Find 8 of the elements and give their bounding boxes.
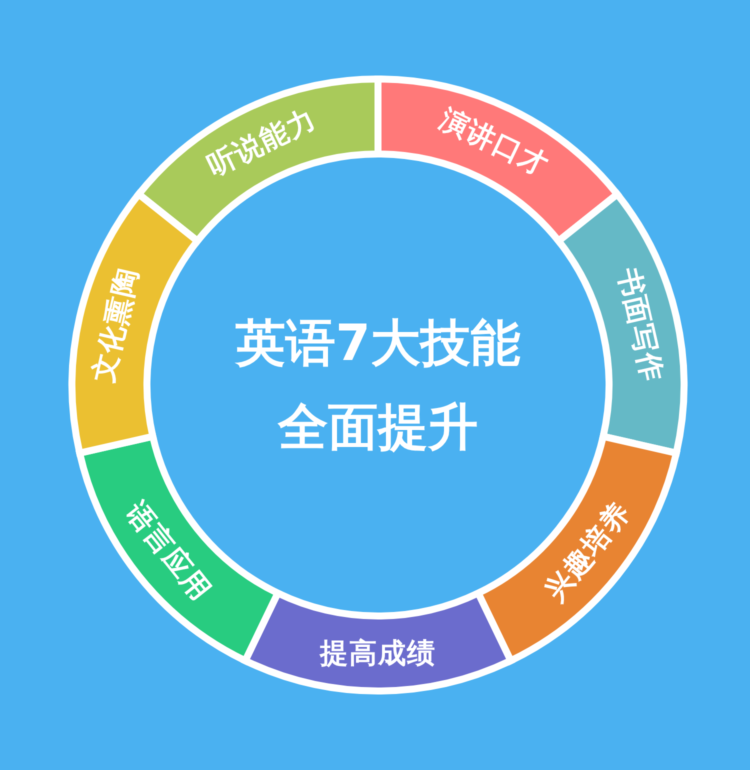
segment-label: 听说能力 <box>202 104 320 182</box>
segment-label: 书面写作 <box>612 265 668 386</box>
center-title: 英语7大技能全面提升 <box>234 313 522 458</box>
segment-label: 语言应用 <box>120 497 216 608</box>
segment-label: 文化熏陶 <box>88 265 144 386</box>
segment-label: 提高成绩 <box>320 638 436 669</box>
segment-label: 兴趣培养 <box>540 497 636 608</box>
segment-label: 演讲口才 <box>436 104 554 182</box>
